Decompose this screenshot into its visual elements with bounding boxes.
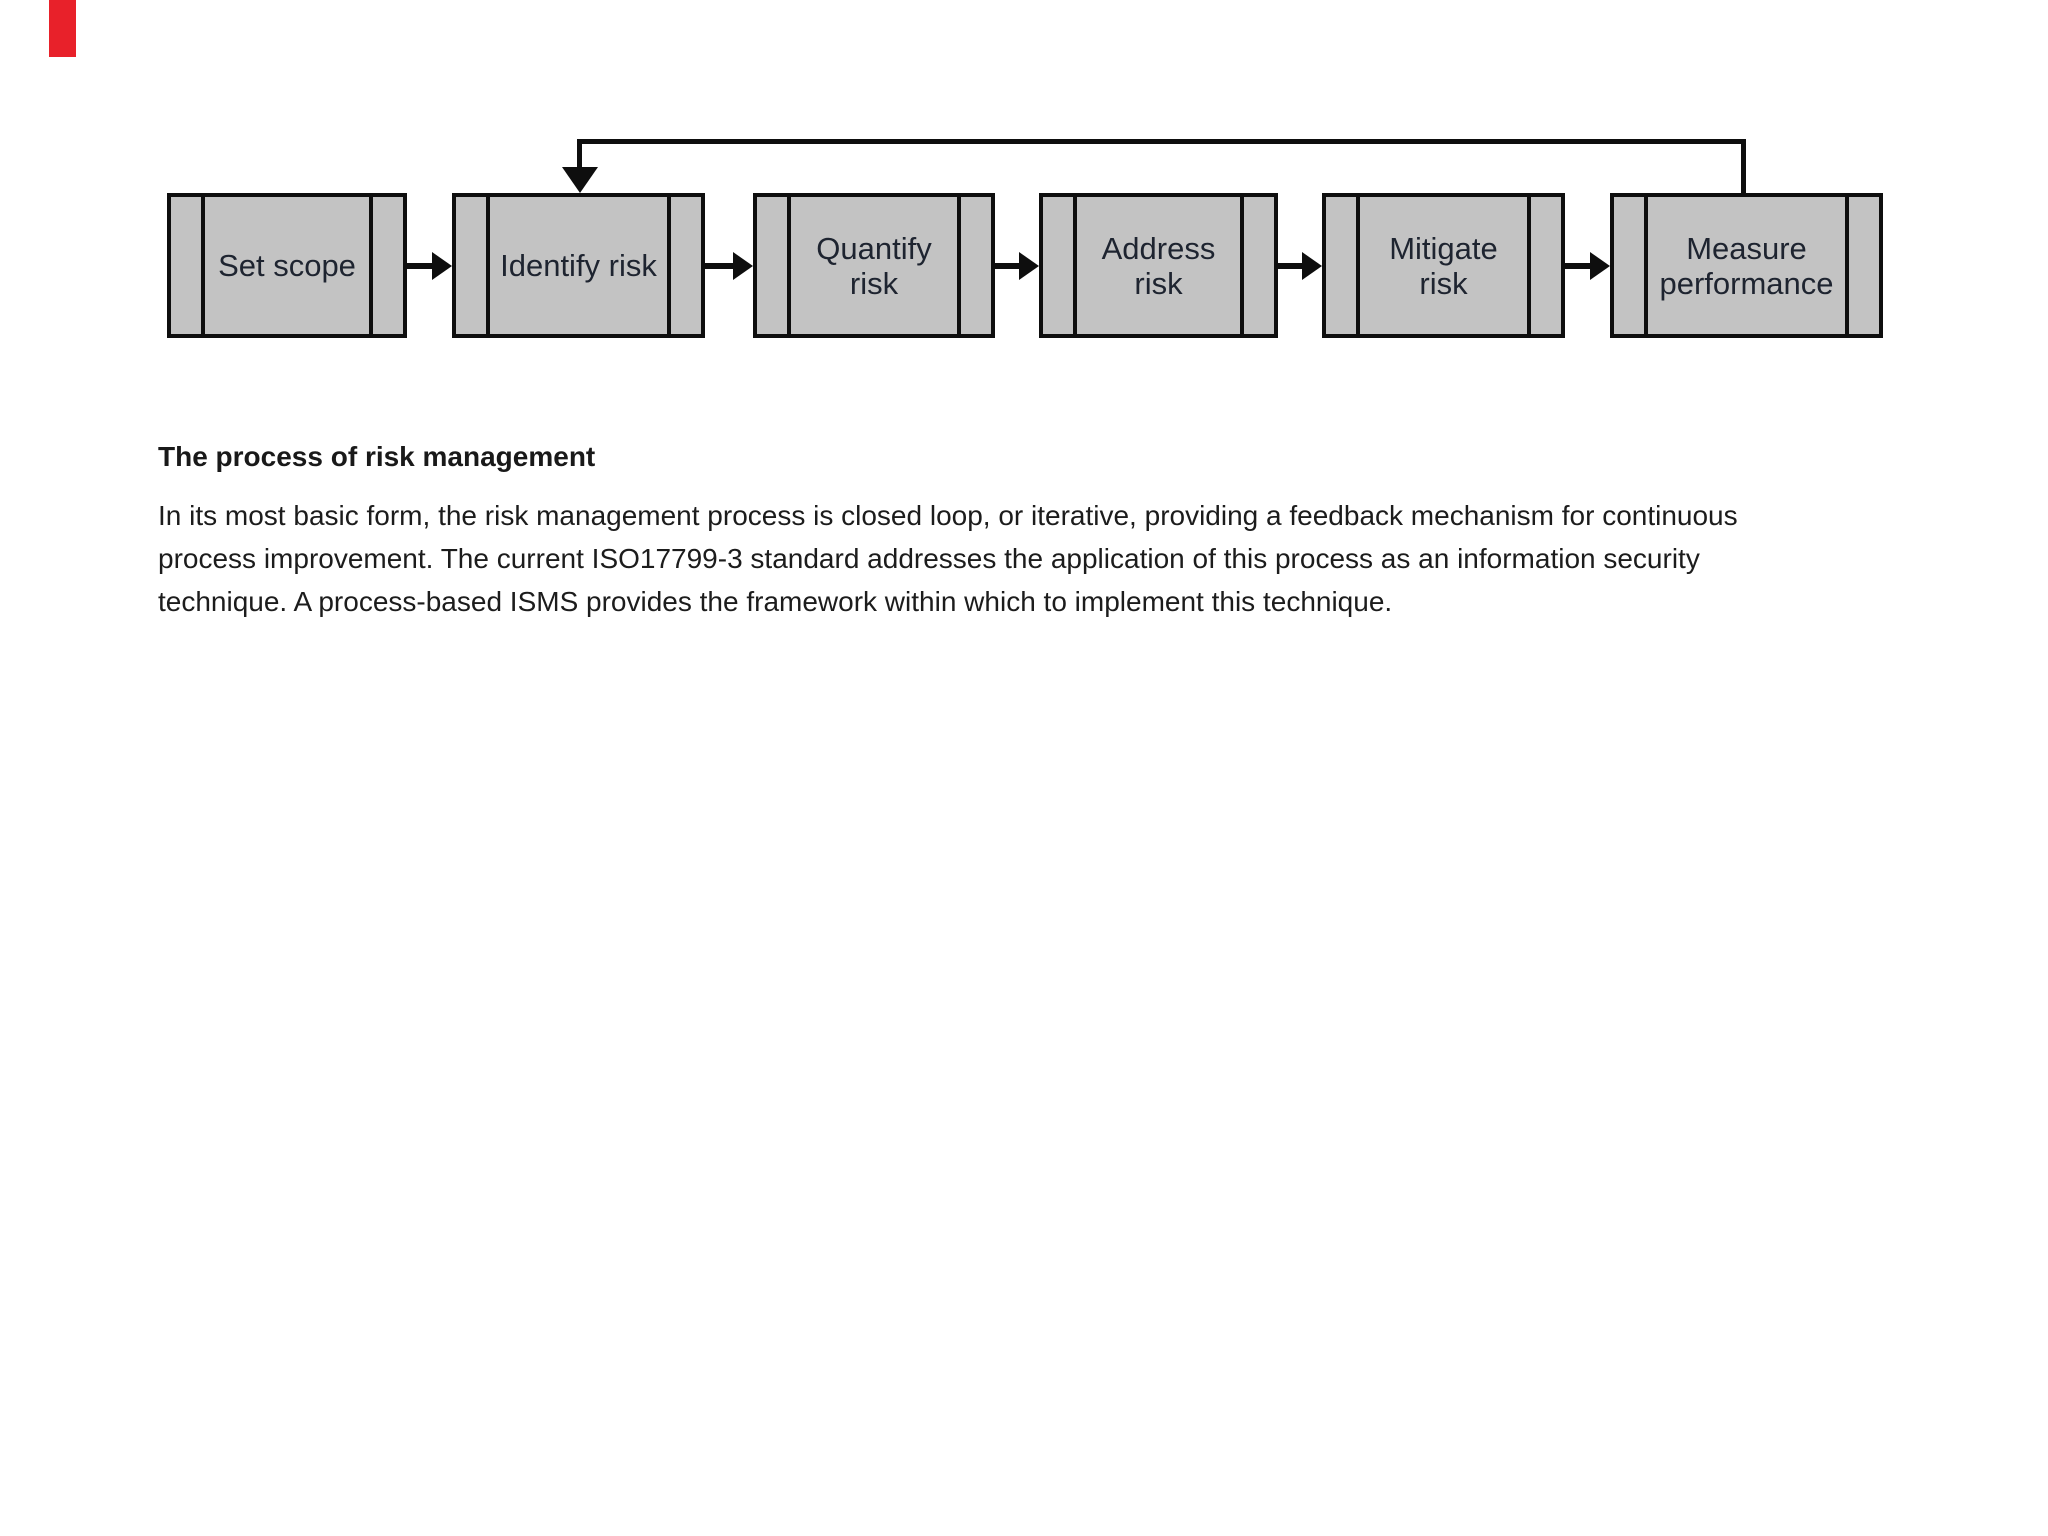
flow-node-set-scope: Set scope bbox=[167, 193, 407, 338]
paragraph-line: process improvement. The current ISO1779… bbox=[158, 543, 1700, 574]
node-label-identify-risk: Identify risk bbox=[500, 248, 657, 283]
section-heading: The process of risk management bbox=[158, 441, 596, 472]
feedback-arrowhead-icon bbox=[562, 167, 598, 193]
node-side-divider bbox=[1644, 197, 1648, 334]
flow-arrow-shaft bbox=[407, 262, 434, 269]
node-side-divider bbox=[787, 197, 791, 334]
flow-arrowhead-icon bbox=[733, 251, 753, 280]
flow-arrow-shaft bbox=[1565, 262, 1592, 269]
feedback-line-horizontal bbox=[577, 139, 1746, 144]
red-edge-marker bbox=[49, 0, 76, 57]
node-label-set-scope: Set scope bbox=[218, 248, 356, 283]
flow-arrowhead-icon bbox=[1590, 251, 1610, 280]
flow-arrow-shaft bbox=[1278, 262, 1304, 269]
node-side-divider bbox=[1073, 197, 1077, 334]
flow-arrow-shaft bbox=[995, 262, 1021, 269]
flow-arrowhead-icon bbox=[432, 251, 452, 280]
node-side-divider bbox=[1527, 197, 1531, 334]
body-paragraph: In its most basic form, the risk managem… bbox=[158, 494, 1738, 623]
node-side-divider bbox=[667, 197, 671, 334]
node-side-divider bbox=[1356, 197, 1360, 334]
feedback-line-vertical-right bbox=[1741, 139, 1746, 195]
node-side-divider bbox=[486, 197, 490, 334]
feedback-line-vertical-left bbox=[577, 139, 582, 168]
paragraph-line: In its most basic form, the risk managem… bbox=[158, 500, 1738, 531]
node-side-divider bbox=[957, 197, 961, 334]
node-side-divider bbox=[1845, 197, 1849, 334]
node-side-divider bbox=[1240, 197, 1244, 334]
paragraph-line: technique. A process-based ISMS provides… bbox=[158, 586, 1393, 617]
node-side-divider bbox=[201, 197, 205, 334]
flow-arrow-shaft bbox=[705, 262, 735, 269]
flow-arrowhead-icon bbox=[1302, 251, 1322, 280]
flow-node-identify-risk: Identify risk bbox=[452, 193, 705, 338]
flow-arrowhead-icon bbox=[1019, 251, 1039, 280]
node-side-divider bbox=[369, 197, 373, 334]
